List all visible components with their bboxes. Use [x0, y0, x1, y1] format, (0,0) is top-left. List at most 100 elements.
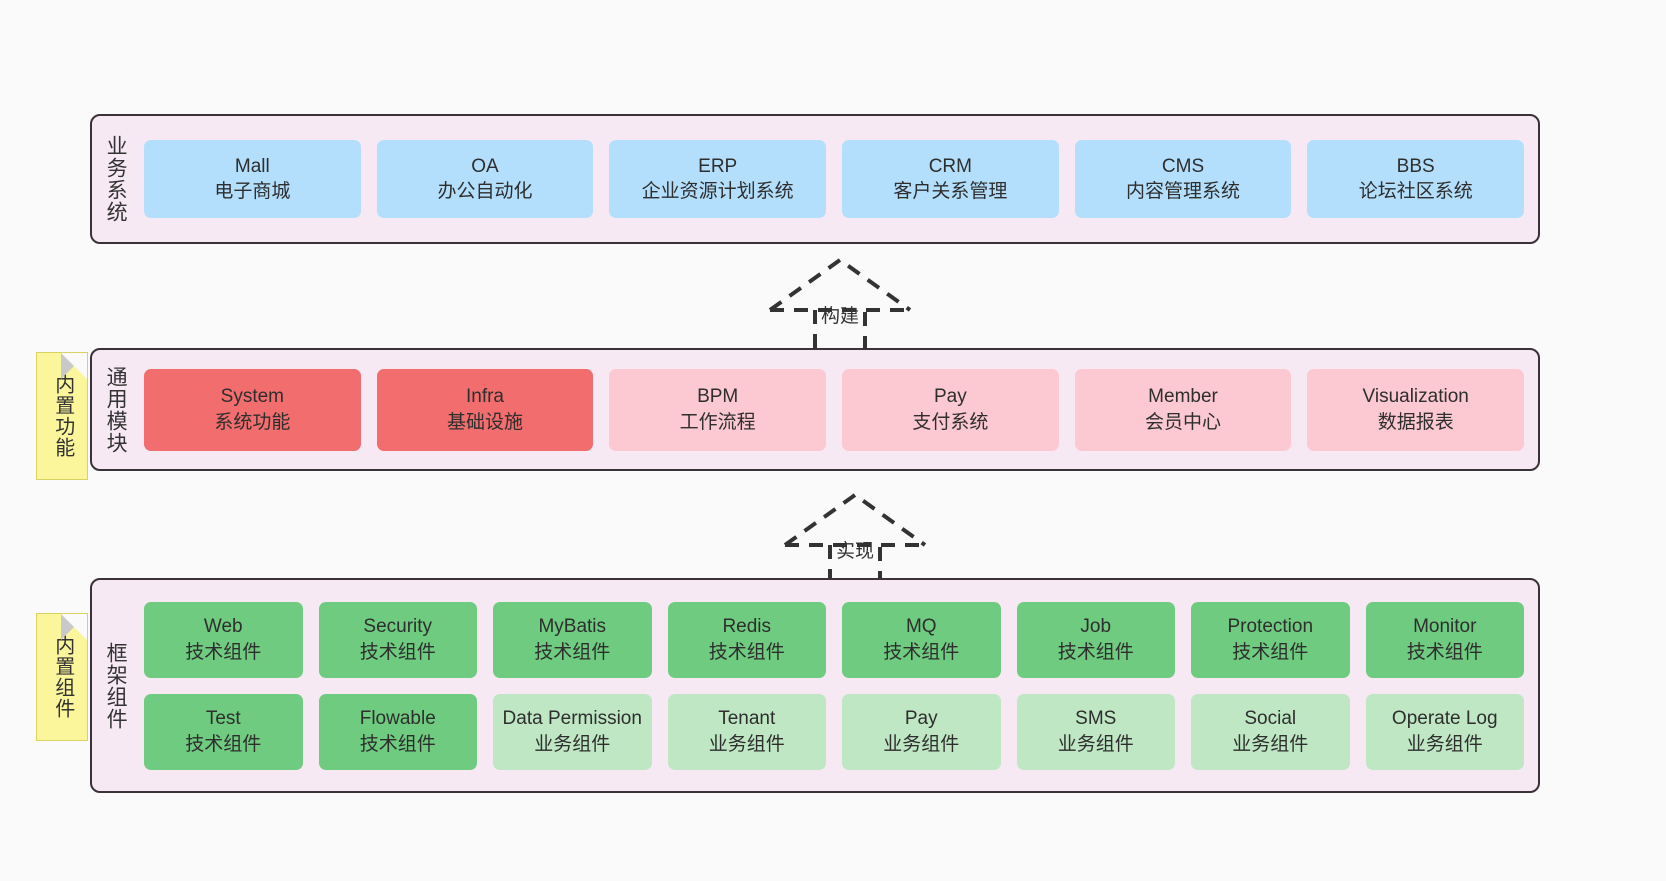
card-job[interactable]: Job 技术组件: [1016, 601, 1175, 678]
card-row-business-components: Test 技术组件 Flowable 技术组件 Data Permission …: [144, 693, 1524, 770]
layer-framework-component: 框架组件 Web 技术组件 Security 技术组件 MyBatis 技术组件…: [90, 578, 1540, 793]
card-monitor[interactable]: Monitor 技术组件: [1365, 601, 1524, 678]
card-monitor-subtitle: 技术组件: [1406, 641, 1483, 663]
connector-build-arrowhead: [768, 257, 912, 312]
note-builtin-component: 内置组件: [36, 613, 88, 741]
note-builtin-component-label: 内置组件: [51, 635, 74, 719]
card-data-permission[interactable]: Data Permission 业务组件: [493, 693, 652, 770]
card-cms-title: CMS: [1161, 155, 1205, 177]
card-security-subtitle: 技术组件: [359, 641, 436, 663]
card-mq[interactable]: MQ 技术组件: [842, 601, 1001, 678]
card-pay-component-subtitle: 业务组件: [883, 733, 960, 755]
card-monitor-title: Monitor: [1413, 616, 1477, 638]
card-mq-title: MQ: [905, 616, 937, 638]
card-security-title: Security: [363, 616, 433, 638]
card-visualization-title: Visualization: [1362, 386, 1469, 408]
card-bpm-subtitle: 工作流程: [679, 411, 756, 433]
layer-title-framework-component: 框架组件: [104, 641, 128, 730]
card-tenant[interactable]: Tenant 业务组件: [667, 693, 826, 770]
card-mybatis-subtitle: 技术组件: [534, 641, 611, 663]
card-redis[interactable]: Redis 技术组件: [667, 601, 826, 678]
card-mall[interactable]: Mall 电子商城: [144, 140, 361, 218]
card-oa-subtitle: 办公自动化: [437, 181, 533, 202]
layer-title-business-system: 业务系统: [104, 135, 128, 223]
connector-build-label: 构建: [820, 306, 860, 327]
card-visualization[interactable]: Visualization 数据报表: [1307, 368, 1525, 451]
card-bpm-title: BPM: [697, 386, 739, 408]
card-erp-title: ERP: [698, 155, 738, 177]
note-builtin-function: 内置功能: [36, 352, 88, 480]
card-protection[interactable]: Protection 技术组件: [1191, 601, 1350, 678]
layer-business-system: 业务系统 Mall 电子商城 OA 办公自动化 ERP 企业资源计划系统 CRM: [90, 114, 1540, 244]
card-member-subtitle: 会员中心: [1145, 411, 1222, 433]
card-social[interactable]: Social 业务组件: [1191, 693, 1350, 770]
card-job-title: Job: [1080, 616, 1112, 638]
card-visualization-subtitle: 数据报表: [1377, 411, 1454, 433]
card-bbs[interactable]: BBS 论坛社区系统: [1307, 140, 1525, 218]
card-sms[interactable]: SMS 业务组件: [1016, 693, 1175, 770]
card-operate-log-subtitle: 业务组件: [1406, 733, 1483, 755]
card-member-title: Member: [1148, 386, 1218, 408]
card-protection-title: Protection: [1227, 616, 1314, 638]
card-pay-component[interactable]: Pay 业务组件: [842, 693, 1001, 770]
card-crm-title: CRM: [928, 155, 972, 177]
card-system-subtitle: 系统功能: [214, 411, 291, 433]
card-bbs-subtitle: 论坛社区系统: [1358, 181, 1473, 202]
note-builtin-function-label: 内置功能: [51, 374, 74, 458]
card-infra-title: Infra: [465, 386, 505, 408]
card-web[interactable]: Web 技术组件: [144, 601, 303, 678]
card-sms-title: SMS: [1075, 708, 1117, 730]
card-pay-module[interactable]: Pay 支付系统: [842, 368, 1059, 451]
card-crm[interactable]: CRM 客户关系管理: [842, 140, 1059, 218]
layer-title-common-module: 通用模块: [104, 365, 128, 454]
card-mall-title: Mall: [234, 155, 270, 177]
card-tenant-subtitle: 业务组件: [708, 733, 785, 755]
card-protection-subtitle: 技术组件: [1232, 641, 1309, 663]
layer-body-common-module: System 系统功能 Infra 基础设施 BPM 工作流程 Pay 支付系统…: [138, 350, 1538, 469]
card-web-subtitle: 技术组件: [185, 641, 262, 663]
card-test[interactable]: Test 技术组件: [144, 693, 303, 770]
layer-body-framework-component: Web 技术组件 Security 技术组件 MyBatis 技术组件 Redi…: [138, 580, 1538, 791]
card-row-tech-components: Web 技术组件 Security 技术组件 MyBatis 技术组件 Redi…: [144, 601, 1524, 678]
card-operate-log-title: Operate Log: [1391, 708, 1498, 730]
card-row-modules: System 系统功能 Infra 基础设施 BPM 工作流程 Pay 支付系统…: [144, 368, 1525, 451]
card-cms[interactable]: CMS 内容管理系统: [1074, 140, 1292, 218]
card-system-title: System: [220, 386, 285, 408]
card-mybatis-title: MyBatis: [538, 616, 607, 638]
card-job-subtitle: 技术组件: [1057, 641, 1134, 663]
card-mall-subtitle: 电子商城: [214, 181, 291, 202]
card-system[interactable]: System 系统功能: [144, 368, 361, 451]
connector-build: 构建: [760, 255, 920, 355]
card-sms-subtitle: 业务组件: [1057, 733, 1134, 755]
card-flowable-title: Flowable: [359, 708, 436, 730]
card-mq-subtitle: 技术组件: [883, 641, 960, 663]
card-mybatis[interactable]: MyBatis 技术组件: [493, 601, 652, 678]
card-erp-subtitle: 企业资源计划系统: [641, 181, 794, 202]
connector-implement: 实现: [775, 490, 935, 590]
card-social-subtitle: 业务组件: [1232, 733, 1309, 755]
card-flowable[interactable]: Flowable 技术组件: [318, 693, 477, 770]
card-test-subtitle: 技术组件: [185, 733, 262, 755]
card-test-title: Test: [205, 708, 241, 730]
card-data-permission-subtitle: 业务组件: [534, 733, 611, 755]
card-bpm[interactable]: BPM 工作流程: [609, 368, 827, 451]
card-security[interactable]: Security 技术组件: [318, 601, 477, 678]
card-erp[interactable]: ERP 企业资源计划系统: [609, 140, 827, 218]
card-infra-subtitle: 基础设施: [447, 411, 524, 433]
card-redis-title: Redis: [722, 616, 772, 638]
card-oa-title: OA: [471, 155, 499, 177]
card-member[interactable]: Member 会员中心: [1074, 368, 1292, 451]
card-infra[interactable]: Infra 基础设施: [376, 368, 594, 451]
card-pay-module-title: Pay: [933, 386, 967, 408]
card-oa[interactable]: OA 办公自动化: [376, 140, 594, 218]
card-cms-subtitle: 内容管理系统: [1126, 181, 1241, 202]
card-redis-subtitle: 技术组件: [708, 641, 785, 663]
card-bbs-title: BBS: [1396, 155, 1435, 177]
card-crm-subtitle: 客户关系管理: [893, 181, 1008, 202]
card-operate-log[interactable]: Operate Log 业务组件: [1365, 693, 1524, 770]
layer-body-business-system: Mall 电子商城 OA 办公自动化 ERP 企业资源计划系统 CRM 客户关系…: [138, 116, 1538, 242]
card-tenant-title: Tenant: [718, 708, 776, 730]
card-data-permission-title: Data Permission: [502, 708, 642, 730]
connector-implement-arrowhead: [783, 492, 927, 547]
